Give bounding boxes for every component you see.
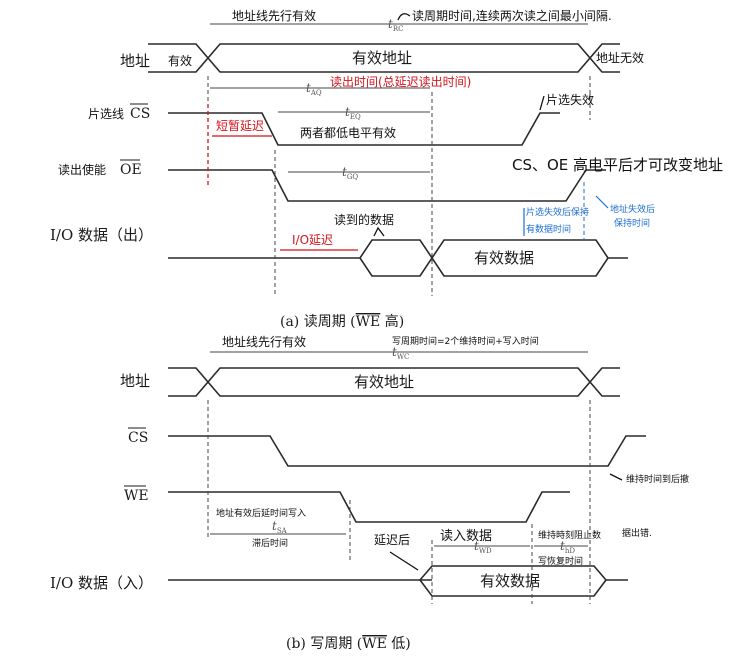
write-addr-box-text: 有效地址 [354, 373, 414, 391]
read-note-cs-delay: 短暂延迟 [216, 119, 264, 133]
write-cycle: 地址 CS WE I/O 数据（入） 有效地址 有效数据 tWC tSA tWD [50, 334, 689, 652]
read-note-invalid-left: 有效 [168, 53, 192, 68]
read-cycle: 地址 片选线 CS 读出使能 OE I/O 数据（出） 有效地址 有效 有效数据… [50, 8, 723, 330]
write-cs-signal: CS [128, 430, 148, 446]
read-oe-signal: OE [120, 162, 142, 178]
read-note-trc-pointer [397, 13, 411, 21]
read-note-addr-first: 地址线先行有效 [232, 8, 316, 23]
read-note-hold2a: 地址失效后 [610, 203, 655, 215]
write-note-addr-first: 地址线先行有效 [222, 334, 306, 349]
read-note-taq: 读出时间(总延迟读出时间) [330, 75, 471, 89]
read-taq-label: tAQ [306, 81, 322, 97]
write-addr-label: 地址 [120, 372, 150, 390]
read-cs-label: 片选线 [88, 107, 124, 121]
read-blue-pointer [595, 195, 609, 209]
write-caption: (b) 写周期 (WE 低) [286, 636, 411, 652]
write-addr-invalid-left [168, 367, 210, 397]
write-we-signal: WE [124, 488, 149, 504]
read-cs-wave [168, 112, 560, 146]
read-note-cs-invalid: 片选失效 [546, 92, 594, 107]
write-addr-invalid-right [589, 367, 620, 397]
write-tsa-label: tSA [272, 519, 288, 535]
write-note-hold1: 维持時刻阻止数 [538, 529, 601, 541]
write-note-hold-cs: 维持时间到后撤 [626, 473, 689, 485]
read-caption: (a) 读周期 (WE 高) [280, 313, 404, 330]
read-tgq-label: tGQ [342, 165, 358, 181]
read-note-read-data-pointer [373, 226, 385, 237]
read-note-hold1b: 有数据时间 [526, 223, 571, 235]
read-note-hold1a: 片选失效后保持 [526, 206, 589, 218]
read-note-hold2b: 保持时间 [614, 217, 650, 229]
write-note-tsa1: 地址有效后延时间写入 [216, 507, 306, 519]
write-cs-wave [168, 435, 646, 467]
read-note-change: CS、OE 高电平后才可改变地址 [512, 156, 723, 174]
write-note-delay: 延迟后 [374, 533, 410, 547]
read-addr-invalid-right [589, 43, 620, 73]
write-we-wave [168, 491, 570, 523]
write-note-hold2: 写恢复时间 [538, 555, 583, 567]
read-oe-wave [168, 169, 606, 202]
write-io-box-text: 有效数据 [480, 572, 540, 590]
read-trc-label: tRC [388, 17, 403, 33]
read-io-label: I/O 数据（出） [50, 226, 153, 244]
read-note-cs-invalid-pointer [539, 95, 545, 111]
read-note-trc: 读周期时间,连续两次读之间最小间隔. [412, 8, 612, 23]
write-note-write-data: 读入数据 [440, 529, 492, 544]
read-addr-box-text: 有效地址 [352, 49, 412, 67]
read-addr-label: 地址 [120, 52, 150, 70]
read-cs-signal: CS [130, 106, 150, 122]
write-thd-label: thD [560, 539, 575, 555]
write-twc-label: tWC [392, 345, 409, 361]
read-io-box-text: 有效数据 [474, 249, 534, 267]
write-note-hold3: 据出错. [622, 527, 652, 539]
write-note-twc: 写周期时间=2个维持时间+写入时间 [392, 335, 539, 347]
read-note-invalid-right: 地址无效 [596, 50, 644, 65]
write-note-hold-cs-pointer [609, 473, 623, 481]
read-note-read-data: 读到的数据 [334, 212, 394, 227]
read-teq-label: tEQ [345, 105, 361, 121]
read-note-io-delay: I/O延迟 [292, 233, 333, 247]
read-oe-label: 读出使能 [58, 162, 106, 177]
read-note-both-valid: 两者都低电平有效 [300, 125, 396, 140]
write-note-delay-arrow [389, 551, 419, 571]
write-io-label: I/O 数据（入） [50, 574, 153, 592]
write-note-tsa2: 滞后时间 [252, 537, 288, 549]
